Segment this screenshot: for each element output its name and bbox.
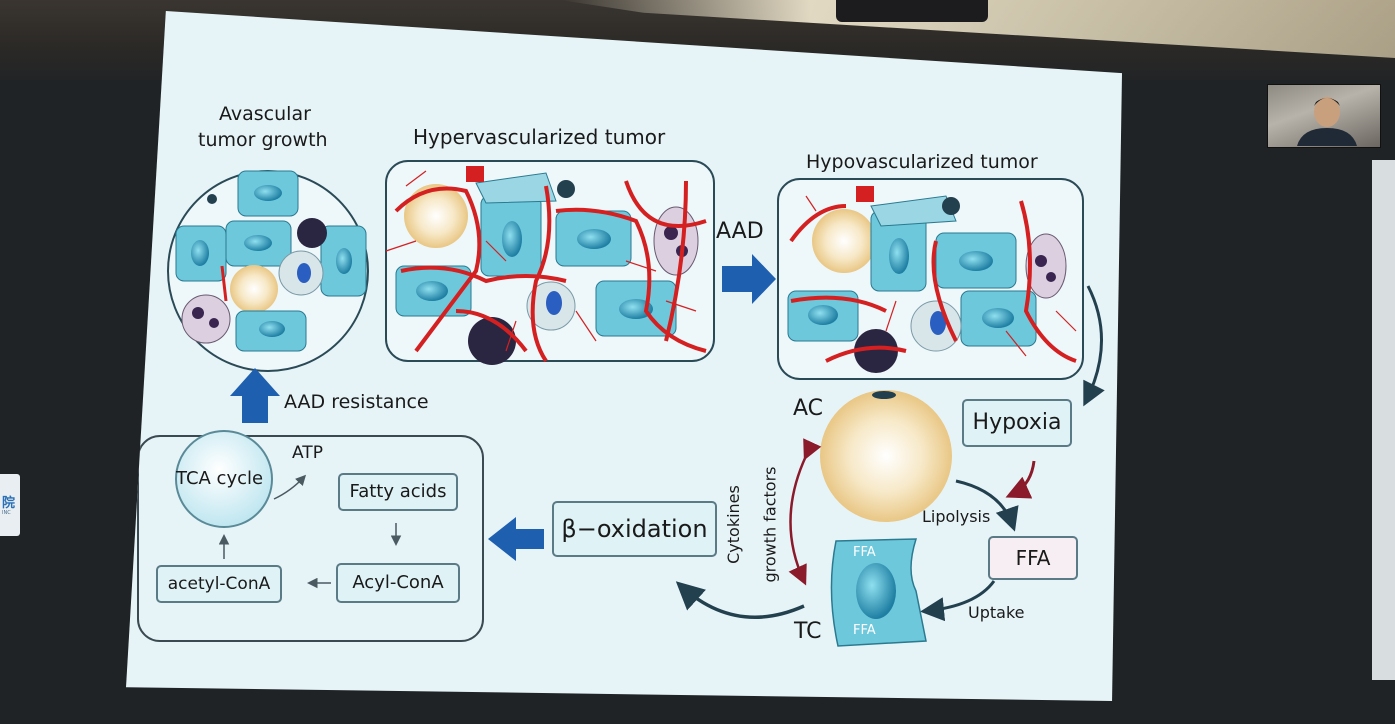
tc-ffa-top-label: FFA	[853, 545, 876, 560]
avascular-title-line1: Avascular	[219, 103, 311, 125]
adipocyte	[820, 390, 952, 522]
cytokines-label: Cytokines	[723, 485, 743, 564]
metabolism-panel	[137, 435, 484, 642]
hypervascularized-title: Hypervascularized tumor	[413, 125, 666, 149]
side-sign-small-text: INC	[2, 510, 11, 516]
fatty-acids-box: Fatty acids	[338, 473, 458, 511]
aad-arrow	[722, 254, 776, 304]
atp-arrow	[273, 474, 307, 500]
side-sign: 院 INC	[0, 474, 20, 536]
atp-label: ATP	[292, 443, 323, 463]
avascular-tumor-image	[167, 170, 369, 372]
uptake-arrow	[920, 580, 996, 622]
aad-resistance-label: AAD resistance	[284, 391, 429, 413]
ac-label: AC	[793, 396, 824, 421]
acyl-cona-box: Acyl-ConA	[336, 563, 460, 603]
tc-ffa-bottom-label: FFA	[853, 623, 876, 638]
tc-label: TC	[794, 619, 822, 644]
hypervascularized-tumor-image	[385, 160, 715, 365]
presentation-slide: Avascular tumor growth Hypervascularized…	[126, 11, 1122, 701]
hypovascularized-tumor-image	[777, 178, 1084, 380]
to-hypoxia-arrow	[1083, 285, 1105, 407]
tca-cycle-circle	[175, 430, 273, 528]
tca-cycle-label: TCA cycle	[176, 468, 264, 489]
cytokines-arrow	[788, 438, 822, 586]
hypovascularized-title: Hypovascularized tumor	[806, 151, 1038, 173]
avascular-title-line2: tumor growth	[198, 129, 328, 151]
acetyl-cona-box: acetyl-ConA	[156, 565, 282, 603]
beta-oxidation-arrow	[488, 517, 544, 561]
lipolysis-arrow	[955, 479, 1019, 532]
uptake-label: Uptake	[968, 603, 1025, 622]
lipolysis-label: Lipolysis	[922, 507, 991, 526]
hypoxia-box: Hypoxia	[962, 399, 1072, 447]
tc-to-beta-oxidation-arrow	[675, 581, 805, 619]
side-sign-text: 院	[2, 496, 16, 511]
ffa-box: FFA	[988, 536, 1078, 580]
diagram-graphics	[137, 160, 1105, 647]
hypoxia-arrow	[1005, 460, 1036, 499]
wall-panel	[1372, 160, 1395, 680]
projector	[836, 0, 988, 22]
presenter-thumbnail	[1297, 97, 1357, 146]
growth-factors-label: growth factors	[760, 466, 780, 583]
aad-label: AAD	[716, 219, 764, 244]
beta-oxidation-box: β−oxidation	[552, 501, 717, 557]
aad-resistance-arrow	[230, 368, 280, 423]
